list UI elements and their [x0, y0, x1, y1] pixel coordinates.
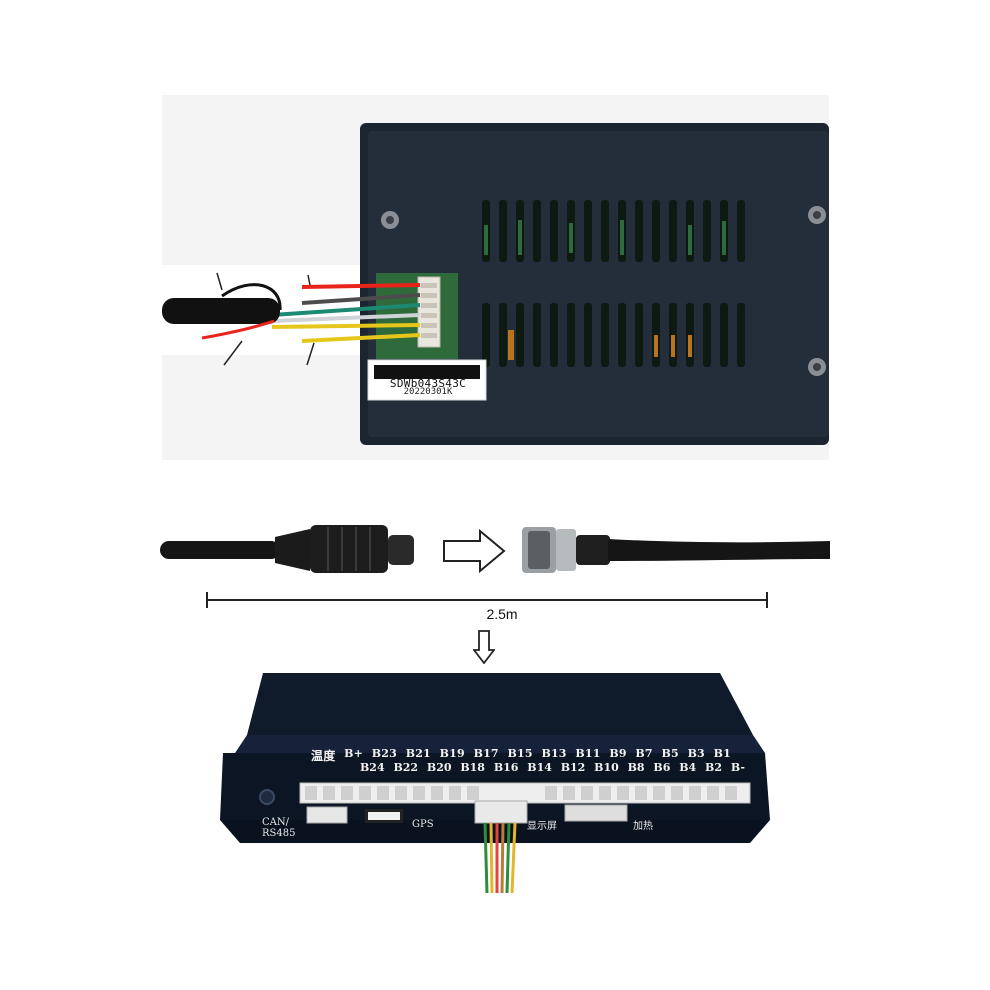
cable-photo [160, 515, 830, 595]
length-label: 2.5m [486, 606, 518, 622]
label-b7: B7 [635, 747, 653, 760]
label-b-minus: B- [730, 761, 745, 774]
port-label-heating: 加热 [633, 821, 653, 832]
port-label-rs485: RS485 [262, 828, 296, 839]
label-b6: B6 [653, 761, 671, 774]
label-b-plus: B+ [344, 747, 364, 760]
port-label-display: 显示屏 [527, 821, 557, 832]
pin-label-row-bottom: B24 B22 B20 B18 B16 B14 B12 B10 B8 B6 B4… [360, 761, 745, 774]
port-label-can: CAN/ [262, 817, 289, 828]
label-b14: B14 [527, 761, 552, 774]
label-b18: B18 [460, 761, 485, 774]
sticker-date-text: 20220301K [403, 387, 453, 397]
dimension-line [206, 592, 768, 608]
label-b21: B21 [405, 747, 431, 760]
label-b20: B20 [426, 761, 452, 774]
pin-label-row-top: 温度 B+ B23 B21 B19 B17 B15 B13 B11 B9 B7 … [311, 747, 731, 764]
label-b13: B13 [541, 747, 567, 760]
label-b4: B4 [679, 761, 697, 774]
label-b24: B24 [360, 761, 385, 774]
label-b9: B9 [609, 747, 627, 760]
label-b16: B16 [493, 761, 519, 774]
label-b17: B17 [473, 747, 499, 760]
label-b23: B23 [371, 747, 397, 760]
sticker-model-text: SDWb043S43C [389, 377, 467, 390]
label-b8: B8 [627, 761, 645, 774]
arrow-down-svg [472, 630, 496, 665]
label-b11: B11 [575, 747, 601, 760]
length-dimension [206, 590, 768, 610]
top-photo: SDWb043S43C 20220301K [162, 95, 829, 460]
bms-box-photo [162, 95, 829, 460]
bottom-photo: 温度 B+ B23 B21 B19 B17 B15 B13 B11 B9 B7 … [205, 665, 775, 895]
label-b5: B5 [661, 747, 679, 760]
label-b19: B19 [439, 747, 465, 760]
label-b10: B10 [594, 761, 619, 774]
label-temperature: 温度 [311, 749, 336, 763]
cable-connectors [160, 525, 830, 574]
wires [271, 283, 421, 343]
label-b3: B3 [687, 747, 705, 760]
label-b22: B22 [393, 761, 419, 774]
label-b12: B12 [560, 761, 586, 774]
label-b15: B15 [507, 747, 533, 760]
arrow-down-icon [472, 630, 496, 665]
port-label-gps: GPS [412, 819, 434, 830]
label-b1: B1 [713, 747, 731, 760]
label-b2: B2 [705, 761, 722, 774]
bms-front-photo [205, 665, 775, 895]
arrow-right-icon [443, 528, 506, 574]
